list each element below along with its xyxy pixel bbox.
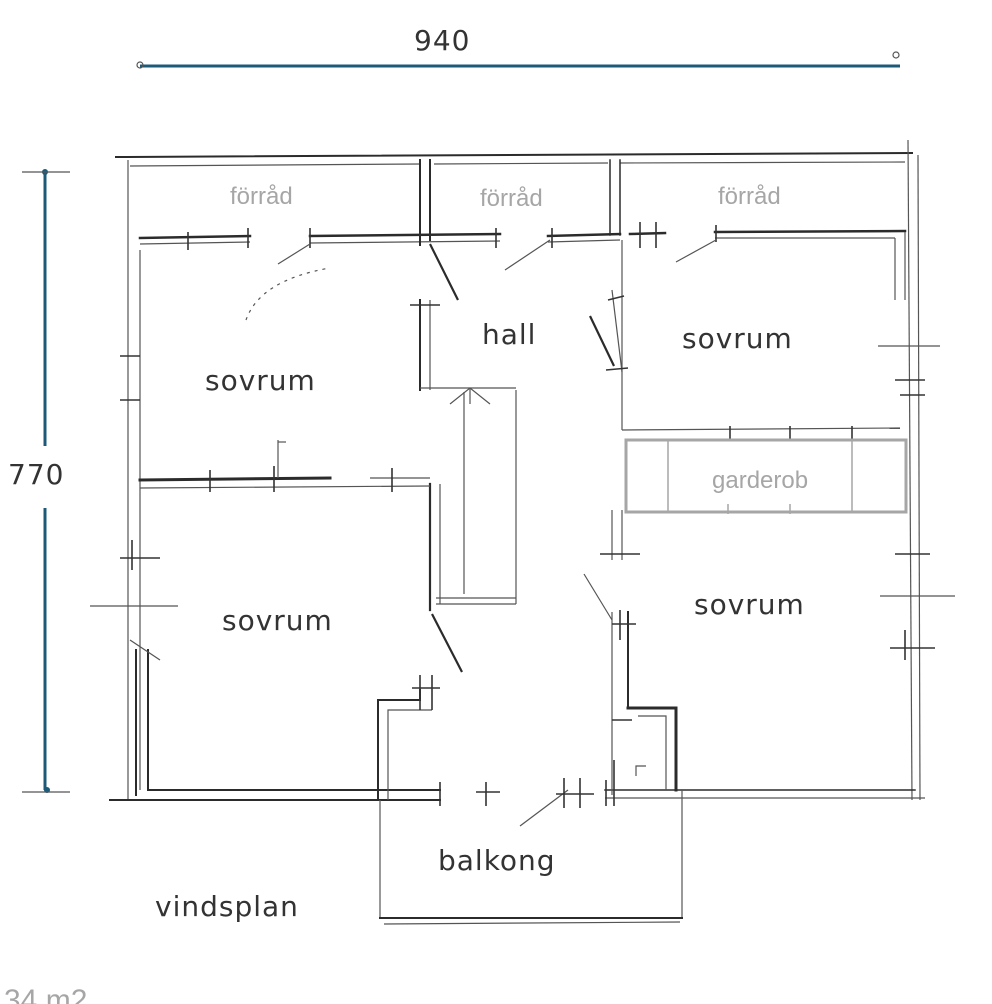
balcony-outline <box>379 760 683 925</box>
width-dimension-label: 940 <box>414 24 470 57</box>
right-room-walls <box>600 240 901 795</box>
storage-right-label: förråd <box>718 183 781 210</box>
bedroom-upper-left-label: sovrum <box>205 364 316 397</box>
height-dimension <box>22 169 70 793</box>
doors <box>245 239 717 827</box>
wardrobe <box>624 438 908 514</box>
storage-middle-label: förråd <box>480 185 543 212</box>
attic-label: vindsplan <box>155 890 299 923</box>
hall-label: hall <box>482 318 536 351</box>
area-label: 34 m2 <box>4 984 87 1004</box>
width-dimension <box>136 51 900 69</box>
outer-walls <box>109 139 925 801</box>
wardrobe-label: garderob <box>712 467 808 494</box>
hall-walls <box>377 299 517 801</box>
bedroom-lower-left-label: sovrum <box>222 604 333 637</box>
storage-walls <box>138 159 907 300</box>
storage-left-label: förråd <box>230 183 293 210</box>
bedroom-upper-right-label: sovrum <box>682 322 793 355</box>
wall-ticks <box>90 222 955 661</box>
height-dimension-label: 770 <box>8 458 64 491</box>
bedroom-lower-right-label: sovrum <box>694 588 805 621</box>
balcony-label: balkong <box>438 844 556 877</box>
bedroom-left-divider <box>138 440 431 492</box>
